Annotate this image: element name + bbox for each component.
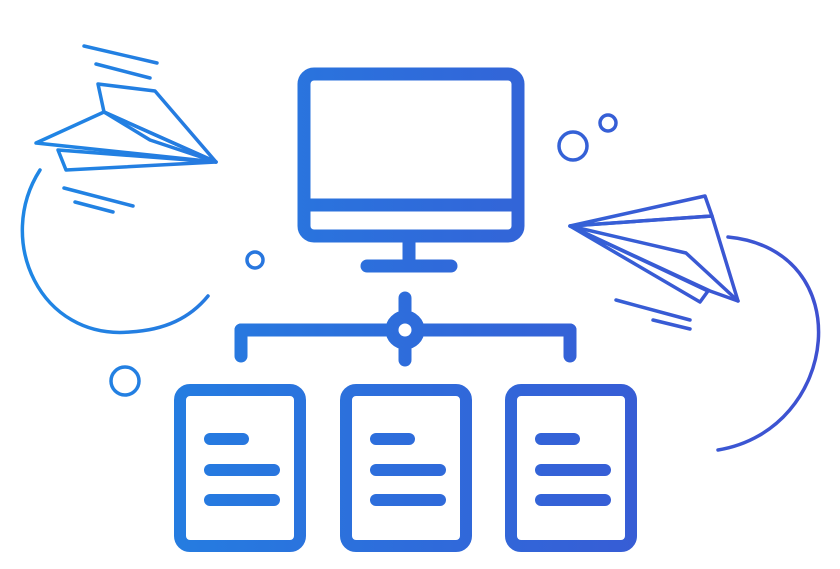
decorative-circles bbox=[109, 113, 618, 397]
paper-plane-icon bbox=[568, 194, 740, 331]
monitor-icon bbox=[297, 67, 525, 273]
motion-arc bbox=[716, 235, 821, 452]
document-icon bbox=[505, 384, 637, 552]
paper-plane-icon bbox=[34, 44, 218, 214]
motion-arc bbox=[20, 168, 210, 335]
network-hub-icon bbox=[234, 291, 577, 367]
document-icon bbox=[174, 384, 306, 552]
document-icon bbox=[340, 384, 472, 552]
